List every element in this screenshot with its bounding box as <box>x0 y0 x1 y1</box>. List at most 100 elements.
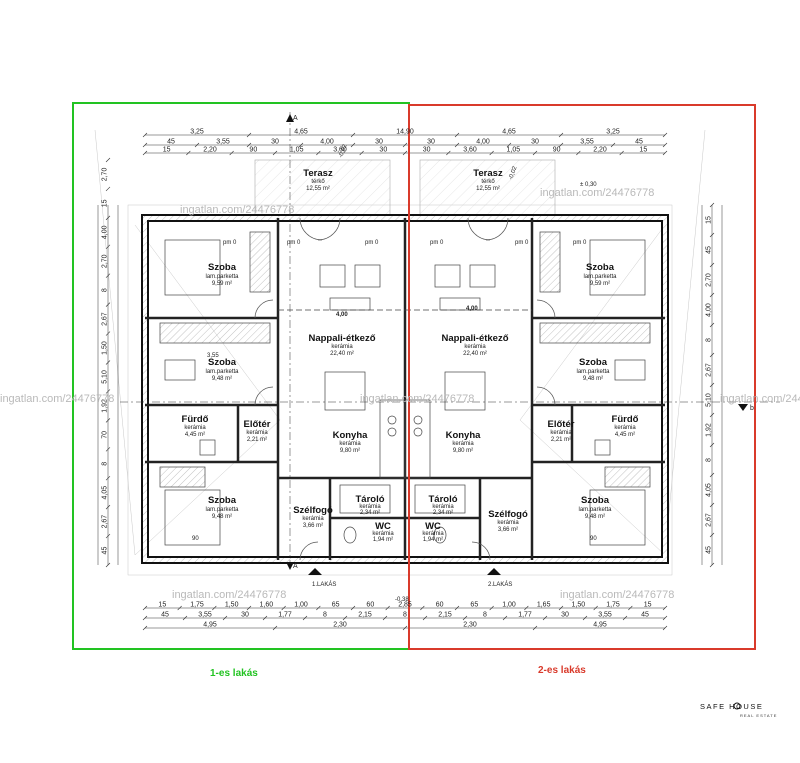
section-markers: A A b <box>120 112 780 570</box>
unit-2-outline <box>408 104 756 650</box>
dimension-label: 1,75 <box>606 602 620 609</box>
dimension-tick <box>662 150 668 156</box>
room-area-konyha-left: 9,80 m² <box>340 448 360 454</box>
guide-lines <box>94 129 706 576</box>
room-area-eloter-left: 2,21 m² <box>247 437 267 443</box>
dimension-tick <box>350 142 356 148</box>
dimension-tick <box>262 615 268 621</box>
dimension-tick <box>105 360 111 365</box>
dimension-label: 8 <box>102 288 109 292</box>
room-area-furdo-left: 4,45 m² <box>185 432 205 438</box>
dimension-tick <box>350 132 356 138</box>
dimension-label: 3,55 <box>598 612 612 619</box>
dimension-label: 2,30 <box>463 622 477 629</box>
dimension-tick <box>281 605 286 611</box>
room-name-eloter-right: Előtér <box>548 419 575 430</box>
dimension-tick <box>142 615 148 621</box>
dimension-label: 1,92 <box>706 423 713 437</box>
dimension-label: 65 <box>470 602 478 609</box>
dimension-tick <box>142 150 148 156</box>
room-name-nappali-left: Nappali-étkező <box>308 333 375 344</box>
level-terrace-left: -0,02 <box>338 143 349 159</box>
dimension-tick <box>709 322 715 328</box>
room-area-szoba-bottom-left: 9,48 m² <box>212 514 232 520</box>
dimension-label: 45 <box>161 612 169 619</box>
dimension-tick <box>382 615 388 621</box>
dimension-tick <box>532 625 538 631</box>
room-area-szoba-top-right: 9,59 m² <box>590 281 610 287</box>
dimension-label: 1,05 <box>507 147 521 154</box>
watermarks: ingatlan.com/24476778 ingatlan.com/24476… <box>0 187 800 601</box>
room-floor-tarolo-right: kerámia <box>432 504 454 510</box>
level-pm0-5: pm 0 <box>515 240 529 246</box>
room-floor-nappali-right: kerámia <box>464 344 486 350</box>
dimension-tick <box>105 562 111 568</box>
room-name-furdo-right: Fürdő <box>612 414 639 425</box>
dimension-tick <box>105 476 111 481</box>
dimension-label: 90 <box>553 147 561 154</box>
dimension-tick <box>186 150 191 156</box>
dimension-label: 45 <box>102 547 109 555</box>
door-arcs <box>254 217 556 561</box>
dimension-tick <box>502 615 508 621</box>
room-area-wc-left: 1,94 m² <box>373 537 393 543</box>
dimension-label: 4,65 <box>294 129 308 136</box>
room-name-szoba-mid-left: Szoba <box>208 357 237 368</box>
dimension-label: 30 <box>531 139 539 146</box>
dimension-label: 8 <box>706 338 713 342</box>
dimension-tick <box>558 132 564 138</box>
dimension-label: 45 <box>641 612 649 619</box>
dimension-label: 2,70 <box>102 254 109 268</box>
dimension-label: 8 <box>403 612 407 619</box>
room-area-szoba-mid-right: 9,48 m² <box>583 376 603 382</box>
dimension-tick <box>246 132 252 138</box>
dimension-tick <box>105 418 111 423</box>
dimension-label: 1,05 <box>290 147 304 154</box>
dimension-tick <box>454 605 460 611</box>
dimension-tick <box>222 615 228 621</box>
dimension-tick <box>272 625 278 631</box>
dimension-tick <box>182 615 188 621</box>
dimension-label: 70 <box>102 431 109 439</box>
room-area-szelfogo-left: 3,66 m² <box>303 523 323 529</box>
dimension-tick <box>142 142 148 148</box>
dimension-tick <box>709 412 715 418</box>
dimension-label: 2,20 <box>203 147 217 154</box>
room-floor-szelfogo-left: kerámia <box>302 516 324 522</box>
dimension-ticks <box>105 132 715 631</box>
dimension-tick <box>402 625 408 631</box>
room-area-szoba-top-left: 9,59 m² <box>212 281 232 287</box>
dimension-tick <box>246 142 252 148</box>
dimension-tick <box>593 605 598 611</box>
dimension-label: 45 <box>167 139 175 146</box>
dimension-tick <box>446 150 451 156</box>
room-floor-wc-right: kerámia <box>422 531 444 537</box>
dimension-label: 30 <box>427 139 435 146</box>
watermark-top-right: ingatlan.com/24476778 <box>540 187 654 199</box>
dimension-tick <box>105 302 111 307</box>
level-pm90-right: 90 <box>590 536 597 542</box>
dimension-label: 3,25 <box>606 129 620 136</box>
dimension-tick <box>662 132 668 138</box>
dimension-tick <box>105 157 111 163</box>
dimension-label: 1,77 <box>278 612 292 619</box>
dimension-label: 30 <box>423 147 431 154</box>
dimension-label: 1,60 <box>260 602 274 609</box>
level-pm0-1: pm 0 <box>223 240 237 246</box>
dimension-tick <box>709 502 715 508</box>
entry-label-2: 2.LAKÁS <box>488 581 512 588</box>
watermark-left: ingatlan.com/24476778 <box>0 393 114 405</box>
room-name-tarolo-right: Tároló <box>428 494 457 505</box>
unit-1-label: 1-es lakás <box>210 668 258 679</box>
room-name-terasz-left: Terasz <box>303 168 333 179</box>
room-area-nappali-left: 22,40 m² <box>330 351 354 357</box>
room-name-wc-right: WC <box>425 521 441 532</box>
dimension-label: 2,70 <box>706 273 713 287</box>
dimension-tick <box>422 615 428 621</box>
terrace-right <box>419 159 556 221</box>
dimension-label: 30 <box>241 612 249 619</box>
level-pm0-4: pm 0 <box>430 240 444 246</box>
dimension-tick <box>454 142 460 148</box>
room-name-furdo-left: Fürdő <box>182 414 209 425</box>
